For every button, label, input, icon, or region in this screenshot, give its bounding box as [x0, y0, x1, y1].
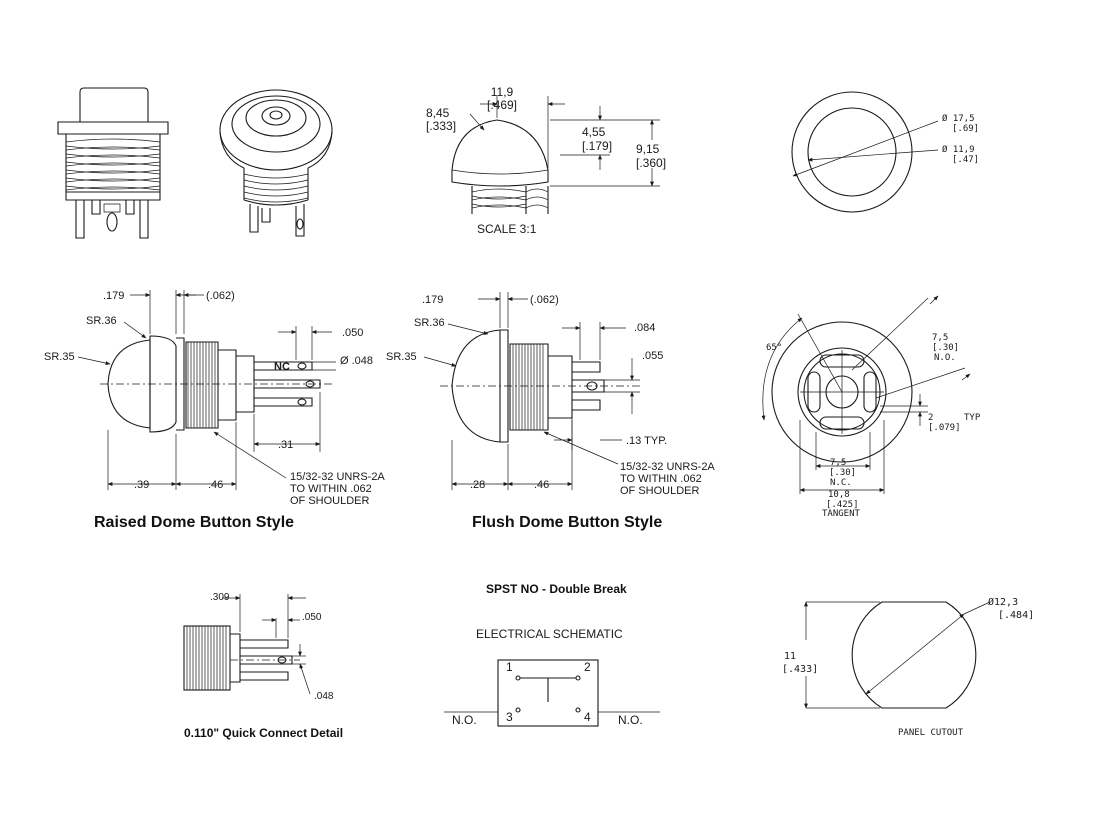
flush-dim-28: .28: [470, 479, 485, 491]
raised-dome-drawing: [77, 290, 336, 490]
dim-total-height-value: 9,15: [636, 142, 660, 156]
schematic-no-right: N.O.: [618, 713, 643, 727]
dim-radius-inches: [.333]: [426, 119, 456, 133]
rear-no-dim-inches: [.30]: [932, 343, 959, 353]
raised-dim-050: .050: [342, 327, 363, 339]
raised-dim-048: Ø .048: [340, 355, 373, 367]
schematic-title: SPST NO - Double Break: [486, 582, 627, 596]
rear-typ-dim-inches: [.079]: [928, 423, 961, 433]
rear-nc-label: N.C.: [830, 478, 852, 488]
flush-dome-drawing: [423, 292, 640, 490]
raised-thread-note-2: TO WITHIN .062: [290, 483, 372, 495]
flush-dim-46: .46: [534, 479, 549, 491]
rear-tangent-dim: 10,8: [828, 490, 850, 500]
iso-front-view: [57, 87, 169, 239]
raised-dim-062: (.062): [206, 290, 235, 302]
raised-dim-46: .46: [208, 479, 223, 491]
raised-dome-title: Raised Dome Button Style: [94, 514, 294, 531]
flush-dim-055: .055: [642, 350, 663, 362]
flush-thread-note-2: TO WITHIN .062: [620, 473, 702, 485]
outer-diameter-value: Ø 17,5: [942, 113, 975, 124]
rear-tangent-label: TANGENT: [822, 509, 861, 519]
schematic-pin-3: 3: [506, 710, 513, 724]
electrical-schematic: [444, 659, 660, 727]
raised-dim-39: .39: [134, 479, 149, 491]
schematic-pin-1: 1: [506, 660, 513, 674]
raised-dim-31: .31: [278, 439, 293, 451]
rear-nc-dim-inches: [.30]: [829, 468, 856, 478]
qc-dim-048: .048: [314, 691, 334, 702]
scale-label: SCALE 3:1: [477, 222, 537, 236]
flush-sr36: SR.36: [414, 317, 445, 329]
rear-nc-dim: 7,5: [830, 458, 846, 468]
flush-thread-note-1: 15/32-32 UNRS-2A: [620, 461, 715, 473]
schematic-pin-4: 4: [584, 710, 591, 724]
raised-sr36: SR.36: [86, 315, 117, 327]
dim-width-value: 11,9: [491, 85, 514, 99]
qc-dim-050: .050: [302, 612, 322, 623]
schematic-pin-2: 2: [584, 660, 591, 674]
panel-cutout-drawing: [804, 601, 991, 709]
flush-thread-note-3: OF SHOULDER: [620, 485, 700, 497]
top-circle-view: [791, 91, 939, 213]
rear-no-dim: 7,5: [932, 333, 948, 343]
rear-angle-label: 65°: [766, 343, 782, 353]
outer-diameter-inches: [.69]: [952, 124, 979, 134]
schematic-no-left: N.O.: [452, 713, 477, 727]
raised-dim-179: .179: [103, 290, 124, 302]
rear-typ-label: TYP: [964, 413, 981, 423]
flush-dome-title: Flush Dome Button Style: [472, 514, 662, 531]
panel-height-value: 11: [784, 651, 796, 662]
flush-dim-179: .179: [422, 294, 443, 306]
panel-dia-inches: [.484]: [998, 610, 1034, 621]
dim-radius-value: 8,45: [426, 106, 450, 120]
panel-height-inches: [.433]: [782, 664, 818, 675]
scale-side-view: [451, 96, 660, 214]
quick-connect-drawing: [183, 594, 311, 695]
dim-dome-height-inches: [.179]: [582, 139, 612, 153]
rear-tangent-dim-inches: [.425]: [826, 500, 859, 510]
rear-view-drawing: [761, 295, 971, 494]
dim-total-height-inches: [.360]: [636, 156, 666, 170]
raised-thread-note-1: 15/32-32 UNRS-2A: [290, 471, 385, 483]
iso-angled-view: [219, 89, 333, 237]
flush-dim-062: (.062): [530, 294, 559, 306]
flush-dim-13: .13 TYP.: [626, 435, 667, 447]
raised-thread-note-3: OF SHOULDER: [290, 495, 370, 507]
rear-no-label: N.O.: [934, 353, 956, 363]
inner-diameter-value: Ø 11,9: [942, 144, 975, 155]
panel-cutout-label: PANEL CUTOUT: [898, 728, 964, 738]
dim-dome-height-value: 4,55: [582, 125, 606, 139]
schematic-subtitle: ELECTRICAL SCHEMATIC: [476, 627, 623, 641]
flush-sr35: SR.35: [386, 351, 417, 363]
rear-typ-dim: 2: [928, 413, 933, 423]
raised-nc-label: NC: [274, 361, 290, 373]
flush-dim-084: .084: [634, 322, 655, 334]
raised-sr35: SR.35: [44, 351, 75, 363]
panel-dia-value: Ø12,3: [988, 596, 1018, 608]
dim-width-inches: [.469]: [487, 98, 517, 112]
inner-diameter-inches: [.47]: [952, 155, 979, 165]
qc-dim-309: .309: [210, 592, 230, 603]
quick-connect-title: 0.110" Quick Connect Detail: [184, 726, 343, 740]
